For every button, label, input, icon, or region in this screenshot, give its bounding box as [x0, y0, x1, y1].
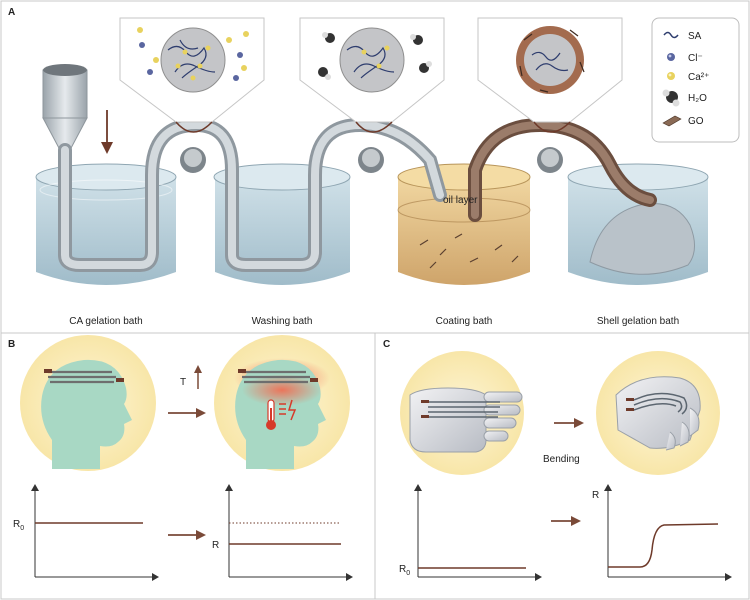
roller-1: [180, 147, 206, 173]
panel-b-letter: B: [8, 339, 15, 350]
bending-label: Bending: [543, 454, 580, 465]
chart-b-right: [225, 484, 353, 581]
water-molecule-icon: [662, 89, 680, 107]
arrow-b-top: [168, 408, 206, 418]
bath-label-shell-gelation: Shell gelation bath: [597, 316, 679, 327]
legend-label-h2o: H₂O: [688, 93, 707, 104]
hand-flat-illustration: [400, 351, 524, 475]
head-heated-illustration: [214, 335, 350, 471]
coiled-fiber-pile: [589, 203, 695, 275]
panel-c-letter: C: [383, 339, 390, 350]
sa-strand-icon: [663, 31, 679, 39]
legend-label-cl: Cl⁻: [688, 53, 703, 64]
chart-c-left: [414, 484, 542, 581]
chart-c-right: [604, 484, 732, 581]
temperature-label: T: [180, 377, 186, 388]
temperature-up-arrow: [194, 365, 202, 389]
roller-3: [537, 147, 563, 173]
oil-layer-label: oil layer: [443, 195, 478, 206]
chart-c-left-r0-label: R0: [399, 564, 410, 577]
chart-c-right-r-label: R: [592, 490, 599, 501]
coating-bath: [397, 163, 531, 285]
bending-resistance-curve: [608, 523, 719, 568]
legend-label-sa: SA: [688, 31, 702, 42]
bath-label-washing: Washing bath: [252, 316, 313, 327]
chart-b-right-r-label: R: [212, 540, 219, 551]
chart-b-left-r0-label: R0: [13, 519, 24, 532]
calcium-ion-icon: [667, 72, 675, 80]
legend-label-go: GO: [688, 116, 704, 127]
zoom-callout-1: [119, 17, 265, 133]
head-normal-illustration: [20, 335, 156, 471]
legend-box: SA Cl⁻ Ca²⁺ H₂O GO: [651, 17, 740, 143]
chart-b-left: [31, 484, 159, 581]
shell-gelation-bath: [567, 163, 709, 285]
zoom-callout-3: [477, 17, 623, 133]
heat-wave-icon: [279, 399, 297, 421]
legend-label-ca: Ca²⁺: [688, 72, 709, 83]
fiber-path-gray: [58, 117, 447, 272]
hand-bent-illustration: [596, 351, 720, 475]
arrow-c-top: [554, 418, 584, 428]
fiber-path-coated: [468, 117, 657, 222]
flow-down-arrow: [101, 110, 113, 154]
chloride-ion-icon: [667, 53, 675, 61]
arrow-b-bottom: [168, 530, 206, 540]
bath-label-coating: Coating bath: [436, 316, 493, 327]
thermometer-icon: [266, 399, 276, 430]
panel-a-letter: A: [8, 7, 15, 18]
bath-label-ca-gelation: CA gelation bath: [69, 316, 142, 327]
go-sheet-icon: [662, 115, 682, 127]
roller-2: [358, 147, 384, 173]
zoom-callout-2: [299, 17, 445, 133]
arrow-c-bottom: [551, 516, 581, 526]
